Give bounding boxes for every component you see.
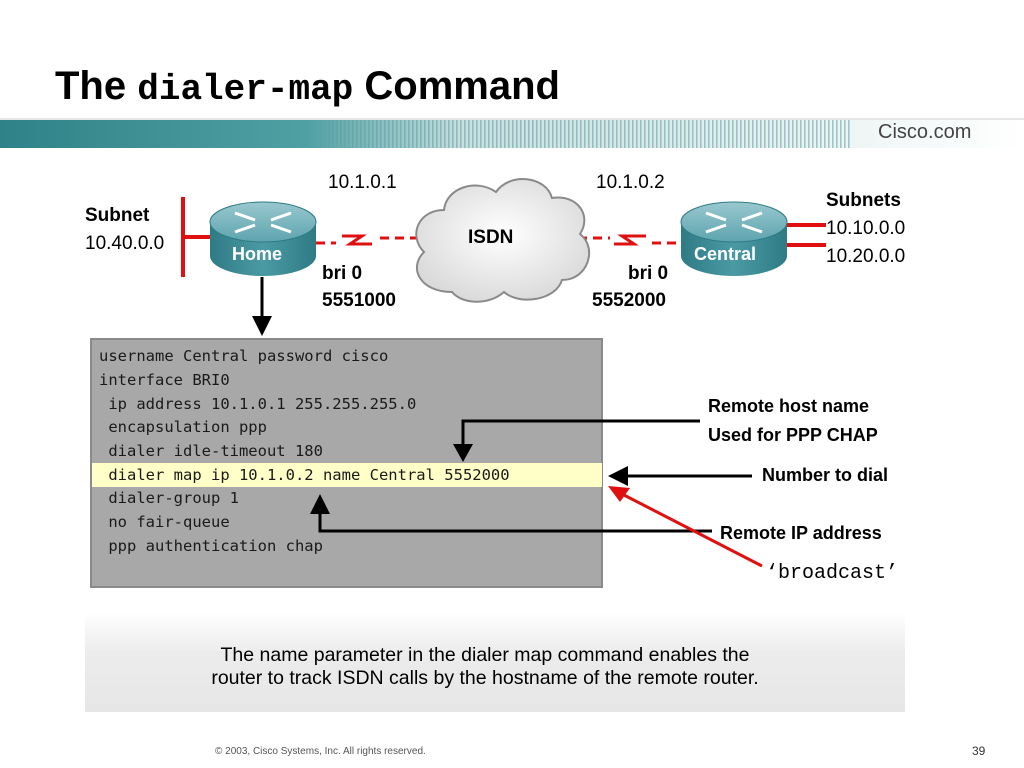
config-line: encapsulation ppp: [99, 418, 267, 436]
subnets-value-1: 10.10.0.0: [826, 218, 906, 239]
broadcast-arrow: [608, 486, 763, 568]
cisco-brand: Cisco.com: [878, 121, 972, 143]
page-number: 39: [972, 744, 986, 758]
config-line: username Central password cisco: [99, 347, 389, 365]
central-ip-label: 10.1.0.2: [596, 172, 665, 193]
home-router-icon: [209, 201, 317, 276]
subnets-value-2: 10.20.0.0: [826, 246, 906, 267]
header-banner: [0, 118, 1024, 148]
annotation-remote-ip: Remote IP address: [720, 523, 882, 543]
left-subnet-segment: [181, 197, 214, 277]
annotation-remote-host: Remote host name: [708, 396, 870, 416]
config-line: ppp authentication chap: [99, 537, 323, 555]
home-ip-label: 10.1.0.1: [328, 172, 397, 193]
annotation-ppp-chap: Used for PPP CHAP: [708, 425, 878, 445]
config-highlight: [92, 463, 602, 487]
remote-host-arrow: [453, 419, 700, 462]
title-suffix: Command: [364, 64, 560, 108]
config-line: interface BRI0: [99, 371, 230, 389]
right-subnet-segments: [780, 223, 826, 247]
number-to-dial-arrow: [608, 466, 752, 486]
central-router-label: Central: [694, 244, 757, 264]
config-line: ip address 10.1.0.1 255.255.255.0: [99, 395, 417, 413]
subnets-title: Subnets: [826, 190, 901, 211]
slide-title: The dialer-map Command: [55, 64, 560, 110]
isdn-cloud-label: ISDN: [468, 227, 514, 248]
note-line-1: The name parameter in the dialer map com…: [220, 644, 750, 666]
home-isdn-link: [316, 234, 420, 246]
note-text: The name parameter in the dialer map com…: [100, 644, 870, 690]
config-line: dialer-group 1: [99, 489, 239, 507]
config-line: dialer idle-timeout 180: [99, 442, 323, 460]
central-router-icon: [680, 201, 788, 276]
isdn-cloud: [415, 178, 590, 303]
title-prefix: The: [55, 64, 127, 108]
subnet-value: 10.40.0.0: [85, 233, 165, 254]
copyright: © 2003, Cisco Systems, Inc. All rights r…: [215, 746, 426, 757]
annotation-number-to-dial: Number to dial: [762, 465, 889, 485]
config-pointer-arrow: [252, 277, 272, 336]
central-number-label: 5552000: [592, 290, 666, 311]
central-interface-label: bri 0: [628, 263, 669, 284]
title-command: dialer-map: [137, 69, 354, 110]
home-router-label: Home: [232, 244, 283, 264]
annotation-broadcast: ‘broadcast’: [766, 562, 899, 585]
remote-ip-arrow: [310, 494, 712, 533]
note-line-2: router to track ISDN calls by the hostna…: [211, 667, 759, 689]
note-panel: [85, 612, 905, 712]
home-interface-label: bri 0: [322, 263, 363, 284]
config-line-dialer-map: dialer map ip 10.1.0.2 name Central 5552…: [99, 466, 510, 484]
home-number-label: 5551000: [322, 290, 396, 311]
config-line: no fair-queue: [99, 513, 230, 531]
subnet-title: Subnet: [85, 205, 150, 226]
